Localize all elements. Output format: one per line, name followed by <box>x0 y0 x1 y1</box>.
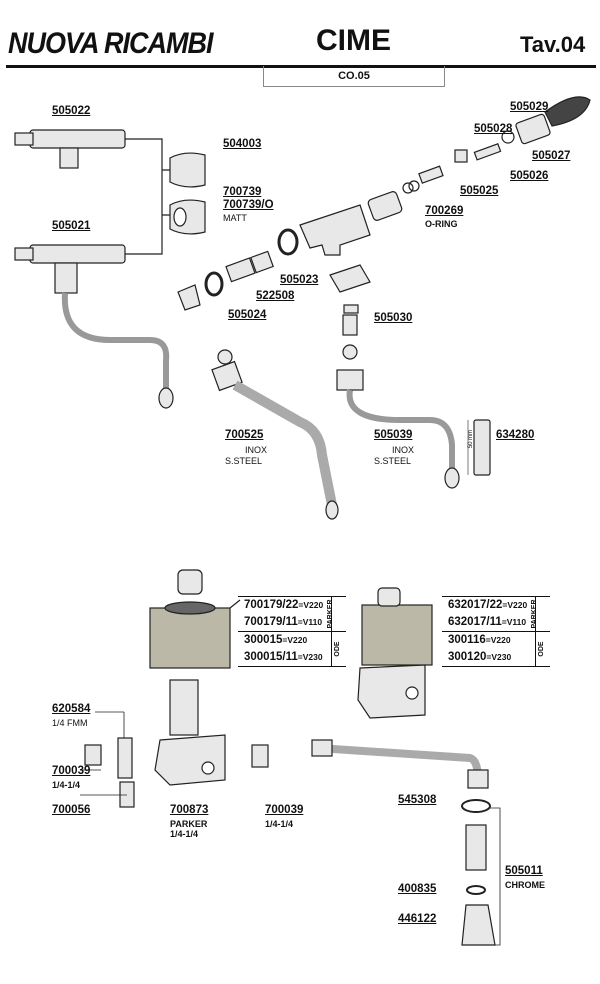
part-label-505030: 505030 <box>374 312 413 324</box>
brand-group-ode: 300116=V220 300120=V230 ODE <box>442 632 550 666</box>
part-label-545308: 545308 <box>398 794 437 806</box>
finish-note: MATT <box>223 213 247 223</box>
part-label-505021: 505021 <box>52 220 91 232</box>
part-label-505026: 505026 <box>510 170 549 182</box>
part-label-505039: 505039 <box>374 429 413 441</box>
table-row: 300116=V220 <box>448 634 511 646</box>
part-label-505025: 505025 <box>460 185 499 197</box>
part-label-505011: 505011 <box>505 865 543 877</box>
finish-note: CHROME <box>505 880 545 890</box>
tee-fitting-505021 <box>14 244 150 294</box>
thread-note: 1/4-1/4 <box>52 780 81 790</box>
tee-fitting-505022 <box>14 129 150 169</box>
brand-label: PARKER <box>326 599 334 629</box>
table-row: 300015=V220 <box>244 634 308 646</box>
part-label-505022: 505022 <box>52 105 91 117</box>
material-note: S.STEEL <box>225 456 263 466</box>
page-title: CIME <box>316 24 391 57</box>
table-row: 632017/11=V110 <box>448 616 527 628</box>
table-row: 632017/22=V220 <box>448 599 528 611</box>
part-label-522508: 522508 <box>256 290 295 302</box>
material-note: INOX <box>245 445 268 455</box>
part-label-634280: 634280 <box>496 429 535 441</box>
part-label-400835: 400835 <box>398 883 437 895</box>
material-note: S.STEEL <box>374 456 412 466</box>
part-label-505024: 505024 <box>228 309 267 321</box>
model-code: CO.05 <box>263 66 445 87</box>
table-row: 700179/11=V110 <box>244 616 323 628</box>
part-label-505027: 505027 <box>532 150 571 162</box>
brand-label: ODE <box>537 641 545 657</box>
part-label-505023: 505023 <box>280 274 319 286</box>
part-label-700039: 700039 <box>52 765 91 777</box>
brand-group-ode: 300015=V220 300015/11=V230 ODE <box>238 632 346 666</box>
knob-700739 <box>169 199 206 235</box>
part-label-504003: 504003 <box>223 138 262 150</box>
oring-note: O-RING <box>425 219 458 229</box>
solenoid-table-left: 700179/22=V220 700179/11=V110 PARKER 300… <box>238 596 346 667</box>
dimension-note: 50 mm <box>468 429 475 449</box>
table-number: Tav.04 <box>520 32 586 57</box>
part-label-700525: 700525 <box>225 429 264 441</box>
thread-note: 1/4-1/4 <box>170 829 199 839</box>
valve-body <box>299 204 371 256</box>
table-row: 700179/22=V220 <box>244 599 324 611</box>
table-row: 300015/11=V230 <box>244 651 323 663</box>
brand-logo: NUOVA RICAMBI <box>8 26 213 60</box>
material-note: INOX <box>392 445 415 455</box>
brand-label: ODE <box>333 641 341 657</box>
part-label-700056: 700056 <box>52 804 91 816</box>
header-rule <box>6 65 596 68</box>
part-label-505028: 505028 <box>474 123 513 135</box>
brand-group-parker: 632017/22=V220 632017/11=V110 PARKER <box>442 597 550 632</box>
part-label-620584: 620584 <box>52 703 91 715</box>
part-label-700739: 700739 <box>223 186 262 198</box>
brand-group-parker: 700179/22=V220 700179/11=V110 PARKER <box>238 597 346 632</box>
brand-label: PARKER <box>530 599 538 629</box>
part-label-505029: 505029 <box>510 101 549 113</box>
part-label-446122: 446122 <box>398 913 437 925</box>
part-label-700873: 700873 <box>170 804 209 816</box>
part-label-700269: 700269 <box>425 205 464 217</box>
part-label-700039-b: 700039 <box>265 804 304 816</box>
part-label-700739-o: 700739/O <box>223 199 274 211</box>
table-row: 300120=V230 <box>448 651 512 663</box>
knob-504003 <box>169 152 206 188</box>
thread-note: 1/4 FMM <box>52 718 88 728</box>
brand-note: PARKER <box>170 819 208 829</box>
thread-note: 1/4-1/4 <box>265 819 294 829</box>
solenoid-table-right: 632017/22=V220 632017/11=V110 PARKER 300… <box>442 596 550 667</box>
